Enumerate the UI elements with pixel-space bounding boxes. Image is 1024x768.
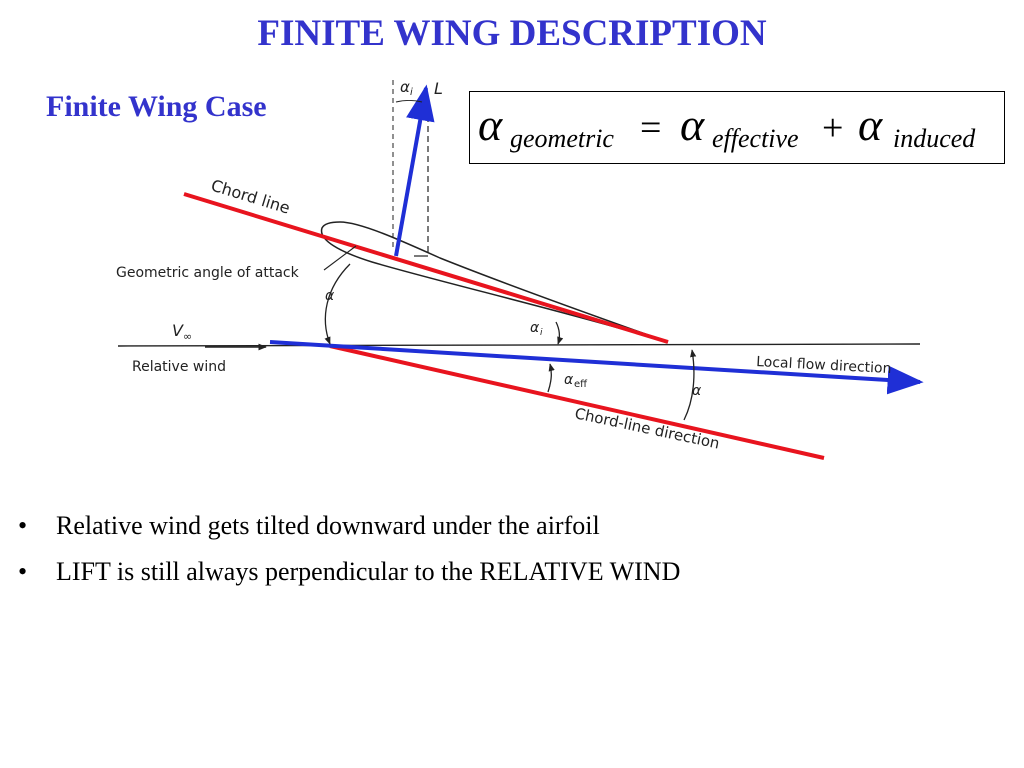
bullet-marker: •: [18, 511, 28, 540]
label-alpha-eff: α: [564, 372, 574, 388]
lift-arrow: [394, 84, 435, 257]
label-alpha-eff-sub: eff: [574, 379, 588, 390]
eq-sub-effective: effective: [712, 124, 799, 153]
label-alpha-i-center-sub: i: [540, 328, 543, 338]
slide-title: FINITE WING DESCRIPTION: [257, 13, 767, 54]
equation: α geometric = α effective + α induced: [478, 99, 976, 153]
relative-wind-line: [117, 343, 921, 347]
eq-sub-geometric: geometric: [510, 124, 614, 153]
label-v-inf-sub: ∞: [183, 330, 192, 343]
bullet-list: • Relative wind gets tilted downward und…: [18, 506, 680, 598]
arc-alpha-eff: [547, 363, 555, 393]
eq-alpha-geometric: α: [478, 99, 503, 150]
bullet-item: • Relative wind gets tilted downward und…: [18, 506, 680, 552]
label-geometric-aoa: Geometric angle of attack: [116, 265, 300, 281]
label-alpha-right: α: [692, 383, 702, 399]
local-flow-arrow: [269, 340, 924, 395]
eq-equals: =: [640, 107, 661, 149]
airfoil-outline: [320, 221, 669, 343]
label-alpha-left: α: [325, 288, 335, 304]
label-lift-alpha-sub: i: [410, 87, 413, 98]
label-lift-L: L: [434, 79, 443, 98]
leader-geometric-aoa: [323, 245, 357, 271]
eq-alpha-effective: α: [680, 99, 705, 150]
arc-alpha-i-top: [395, 99, 423, 103]
bullet-marker: •: [18, 557, 28, 586]
arc-geometric-aoa: [324, 263, 351, 345]
label-chord-line: Chord line: [209, 176, 293, 218]
eq-plus: +: [822, 107, 843, 149]
bullet-text: Relative wind gets tilted downward under…: [56, 511, 600, 540]
slide-subtitle: Finite Wing Case: [46, 90, 267, 123]
label-lift-alpha: α: [400, 78, 410, 96]
eq-alpha-induced: α: [858, 99, 883, 150]
bullet-text: LIFT is still always perpendicular to th…: [56, 557, 681, 586]
arc-alpha-i-center: [555, 321, 564, 345]
equation-box: α geometric = α effective + α induced: [469, 91, 1005, 164]
label-local-flow: Local flow direction: [756, 354, 892, 377]
label-relative-wind: Relative wind: [132, 359, 226, 375]
label-alpha-i-center: α: [530, 320, 540, 336]
bullet-item: • LIFT is still always perpendicular to …: [18, 552, 680, 598]
label-v-inf: V: [172, 321, 184, 340]
eq-sub-induced: induced: [893, 124, 976, 153]
airfoil-diagram: α i L Chord line Geometric angle of atta…: [116, 78, 924, 460]
chord-line-direction: [329, 344, 825, 460]
arc-alpha-right: [683, 349, 697, 421]
chord-line: [183, 192, 669, 344]
